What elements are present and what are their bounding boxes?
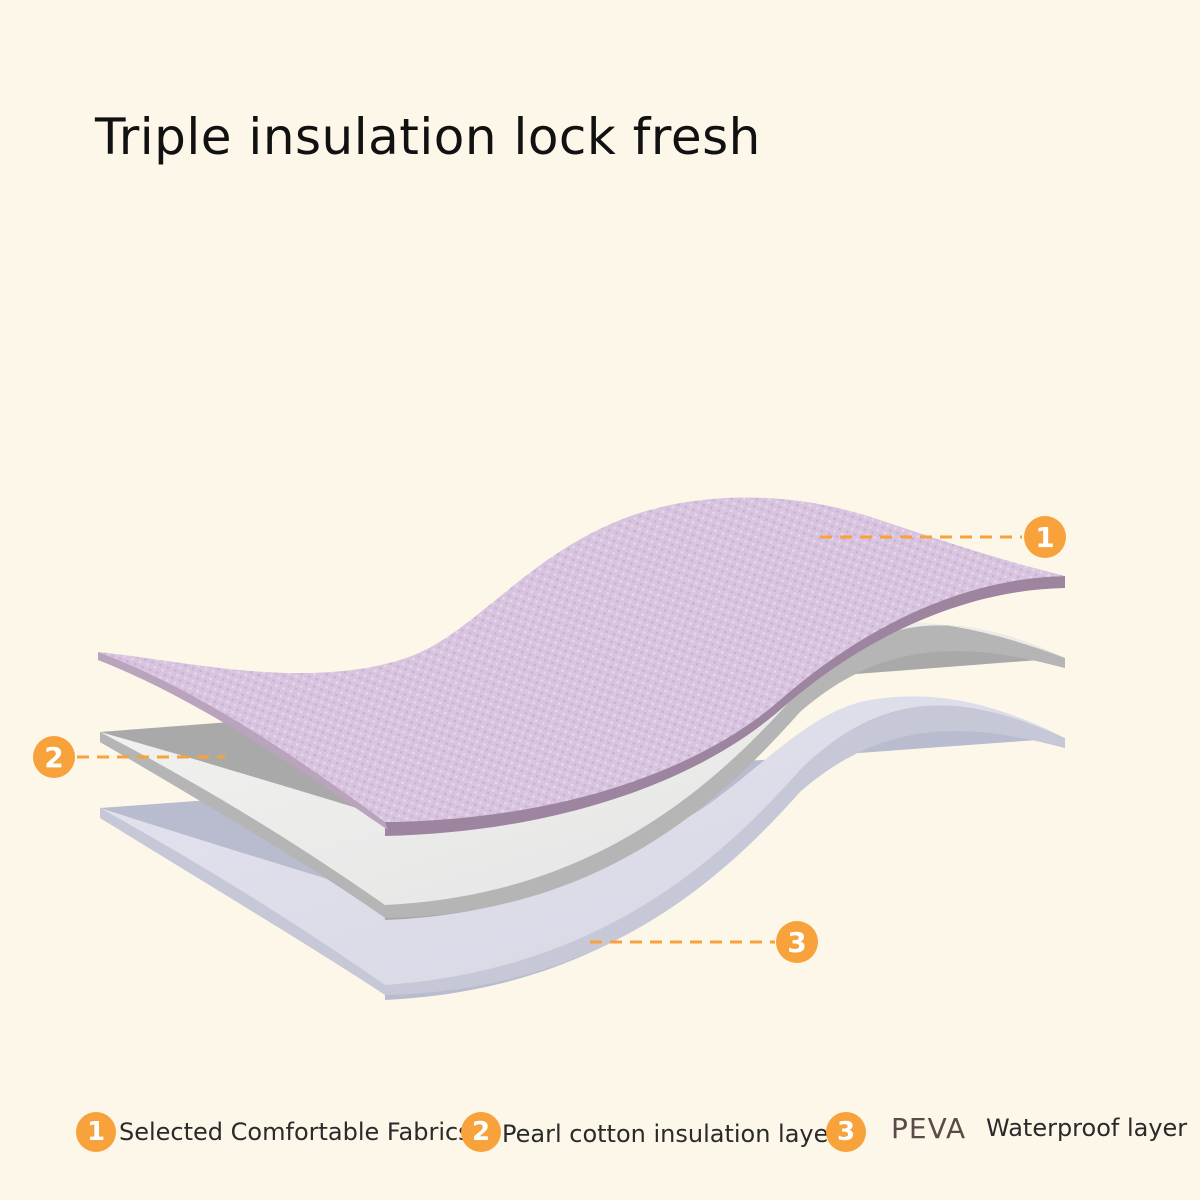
callout-3-badge: [776, 921, 818, 963]
callout-1-badge: [1024, 516, 1066, 558]
legend-peva-label: PEVA: [891, 1112, 967, 1145]
legend-label-1: Selected Comfortable Fabrics: [119, 1118, 471, 1146]
legend-badge-1: 1: [76, 1112, 116, 1152]
callout-2-number: 2: [44, 741, 63, 774]
fabric-layer: [98, 497, 1065, 836]
callout-1-number: 1: [1035, 521, 1054, 554]
callout-2: 2: [33, 736, 225, 778]
callout-3: 3: [590, 921, 818, 963]
legend: 1 Selected Comfortable Fabrics 2 Pearl c…: [0, 1108, 1200, 1160]
callout-3-number: 3: [787, 926, 806, 959]
legend-label-2: Pearl cotton insulation layer: [502, 1120, 839, 1148]
legend-label-3: Waterproof layer: [986, 1114, 1188, 1142]
page-title: Triple insulation lock fresh: [95, 108, 761, 166]
callout-1: 1: [820, 516, 1066, 558]
callout-2-badge: [33, 736, 75, 778]
layer-illustration: 1 2 3: [33, 497, 1066, 1000]
legend-badge-2: 2: [461, 1112, 501, 1152]
legend-badge-3: 3: [826, 1112, 866, 1152]
